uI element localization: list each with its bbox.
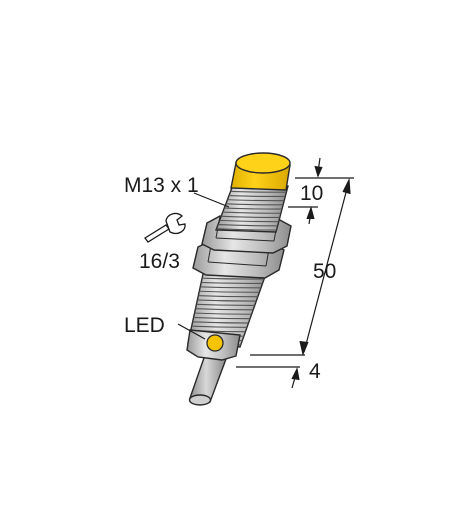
led-label: LED [124,314,165,337]
thread-ridge [188,285,268,289]
dimension-total-label: 50 [313,260,337,283]
thread-ridge [216,189,288,193]
dimension-lines [236,157,354,389]
lower-thread-body [187,264,269,348]
thread-ridge [188,329,268,333]
thread-ridge [188,298,268,302]
rear-cap [186,329,241,361]
cable [188,354,227,406]
thread-ridge [216,206,288,210]
thread-ridge [216,210,288,214]
thread-ridge [216,223,288,227]
thread-ridge [216,193,288,197]
thread-ridge [188,276,268,280]
thread-ridge [188,320,268,324]
sensing-cap [230,152,291,191]
thread-ridge [188,293,268,298]
thread-ridge [188,311,268,315]
thread-ridge [188,280,268,284]
thread-ridge [188,302,268,306]
dimension-top-label: 10 [300,182,324,205]
dimension-bottom-label: 4 [309,360,321,383]
wrench-size-label: 16/3 [139,250,180,273]
thread-ridge [188,289,268,293]
thread-ridge [216,202,288,206]
wrench-icon [144,212,186,243]
thread-ridge [188,324,268,328]
thread-ridge [216,214,288,218]
thread-ridge [188,315,268,320]
thread-ridge [216,197,288,202]
thread-ridge [188,307,268,311]
led-indicator [206,334,224,352]
thread-ridge [216,218,288,223]
leader-lines [177,192,230,340]
thread-ridge [216,227,288,231]
thread-size-label: M13 x 1 [124,174,199,197]
